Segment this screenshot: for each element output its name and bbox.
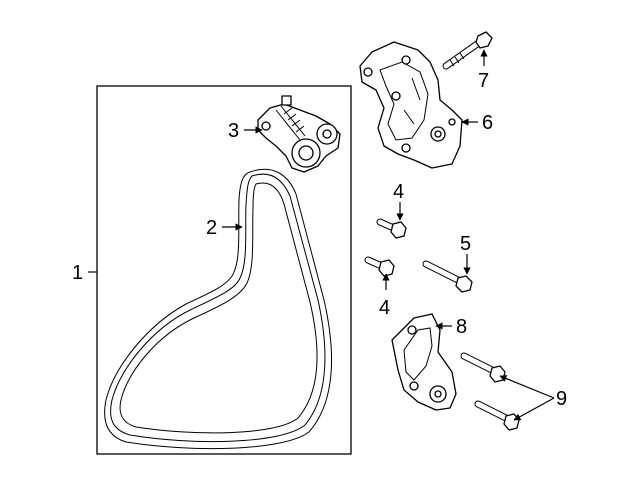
- bolt-5: [422, 260, 473, 293]
- callout-7: 7: [478, 70, 489, 92]
- mounting-bracket: [359, 41, 463, 169]
- bolt-9-upper: [460, 352, 506, 383]
- leader-lines: [88, 49, 555, 421]
- callout-4-upper: 4: [393, 181, 404, 203]
- callout-6: 6: [482, 112, 493, 134]
- callout-4-lower: 4: [379, 297, 390, 319]
- bolt-4-upper: [376, 218, 407, 239]
- callout-3: 3: [228, 120, 239, 142]
- belt-tensioner: [257, 95, 341, 173]
- idler-bracket: [391, 313, 457, 411]
- kit-boundary-box: [96, 85, 352, 455]
- callout-8: 8: [456, 316, 467, 338]
- callout-2: 2: [206, 217, 217, 239]
- bolt-9-lower: [474, 400, 520, 431]
- drive-belt: [104, 168, 333, 450]
- callout-9: 9: [556, 388, 567, 410]
- callout-1: 1: [72, 262, 83, 284]
- bolt-long-top: [442, 31, 493, 70]
- callout-5: 5: [460, 233, 471, 255]
- bolt-4-lower: [364, 256, 395, 277]
